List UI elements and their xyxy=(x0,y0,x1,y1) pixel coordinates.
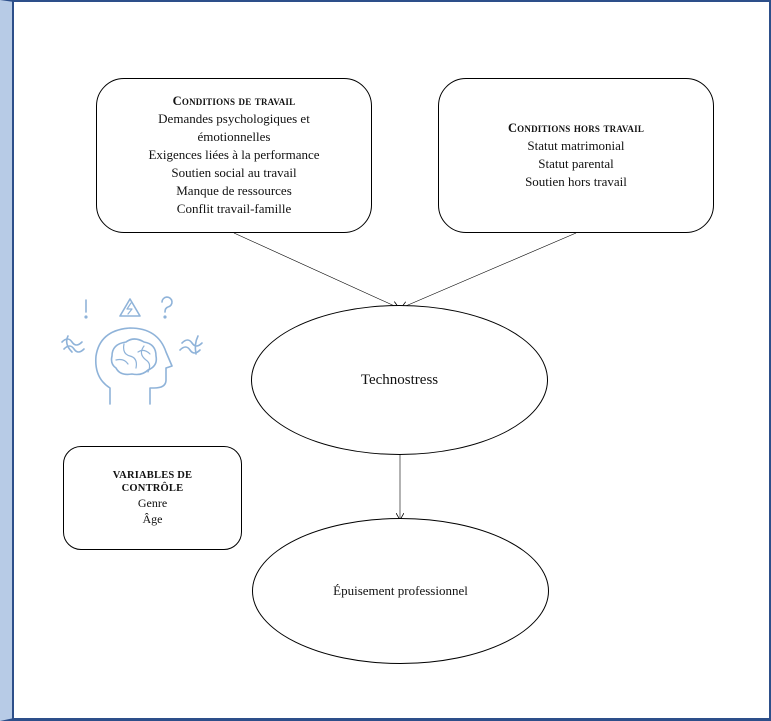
nonwork-condition-item: Soutien hors travail xyxy=(525,173,627,189)
work-condition-item: Conflit travail-famille xyxy=(176,200,292,216)
nonwork-conditions-title: Conditions hors travail xyxy=(507,120,645,135)
work-condition-item: émotionnelles xyxy=(197,128,271,144)
work-condition-item: Soutien social au travail xyxy=(171,164,297,180)
technostress-label: Technostress xyxy=(360,371,439,388)
work-conditions-title: Conditions de travail xyxy=(172,93,296,108)
work-condition-item: Manque de ressources xyxy=(176,182,292,198)
work-conditions-box: Conditions de travail Demandes psycholog… xyxy=(96,78,372,233)
arrow-nonwork-to-technostress xyxy=(401,232,577,308)
frame-left-line xyxy=(12,0,14,721)
nonwork-condition-item: Statut matrimonial xyxy=(527,137,625,153)
control-variable-item: Âge xyxy=(142,512,163,526)
nonwork-conditions-box: Conditions hors travail Statut matrimoni… xyxy=(438,78,714,233)
stressed-brain-head-icon xyxy=(58,292,218,412)
arrow-work-to-technostress xyxy=(233,232,399,308)
control-variables-box: VARIABLES DE CONTRÔLE Genre Âge xyxy=(63,446,242,550)
control-variable-item: Genre xyxy=(137,496,168,510)
burnout-label: Épuisement professionnel xyxy=(333,583,468,598)
work-condition-item: Demandes psychologiques et xyxy=(158,110,310,126)
nonwork-condition-item: Statut parental xyxy=(538,155,614,171)
work-condition-item: Exigences liées à la performance xyxy=(148,146,320,162)
burnout-node: Épuisement professionnel xyxy=(252,518,549,664)
technostress-node: Technostress xyxy=(251,305,548,455)
control-variables-title: VARIABLES DE CONTRÔLE xyxy=(112,470,193,494)
